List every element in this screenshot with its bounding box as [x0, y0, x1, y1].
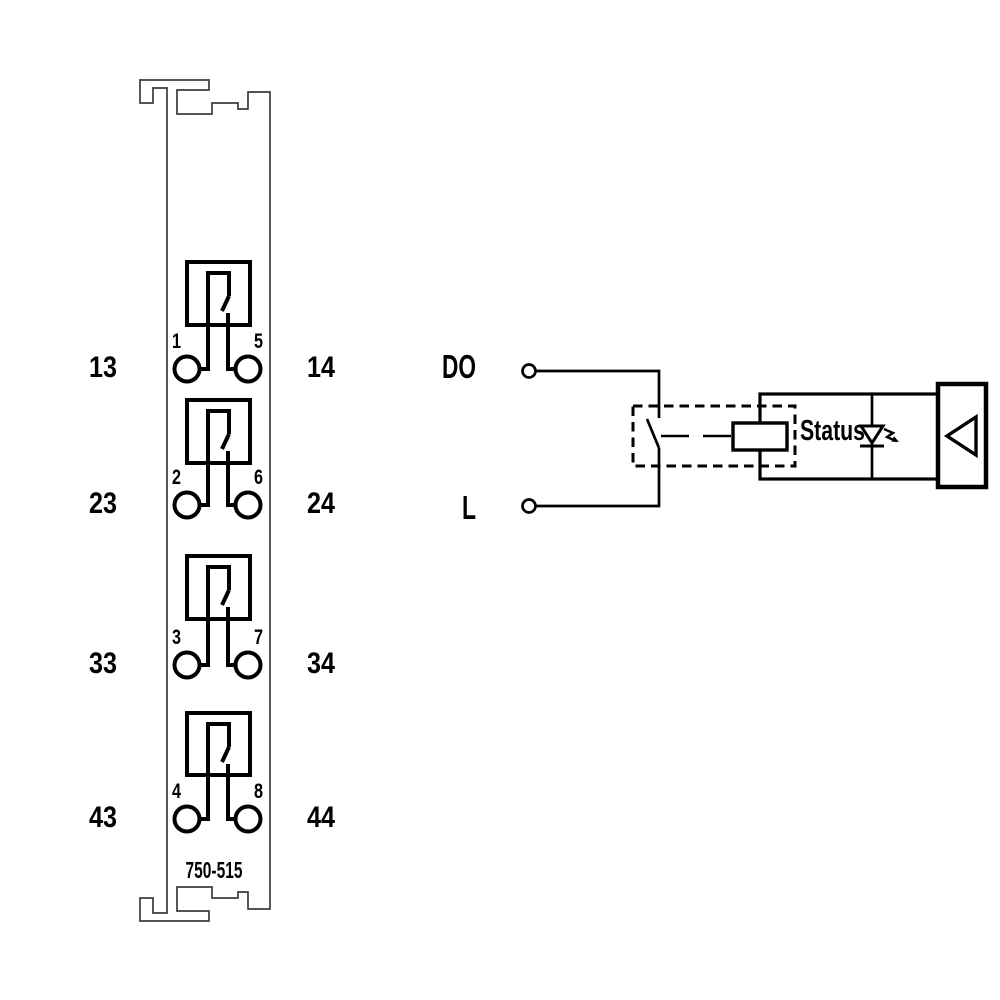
terminal-circle-icon: [233, 490, 263, 520]
relay-contact-icon: [185, 398, 252, 465]
output-schematic: DO L Status: [442, 348, 989, 526]
terminal-label-right: 24: [307, 487, 335, 520]
relay-channel-3: 3 7 33 34: [89, 554, 335, 680]
relay-contact-moving-lead: [226, 607, 235, 667]
terminal-label-left: 23: [89, 487, 117, 520]
terminal-label-left: 13: [89, 351, 117, 384]
led-light-flash-icon: [883, 427, 897, 443]
relay-contact-icon: [185, 554, 252, 621]
terminal-circle-icon: [172, 490, 202, 520]
relay-coil-icon: [731, 421, 789, 452]
terminal-circle-icon: [172, 804, 202, 834]
status-led-label: Status: [800, 415, 865, 447]
relay-contact-moving-lead: [226, 313, 235, 371]
terminal-label-right: 44: [307, 801, 335, 834]
relay-channel-4: 4 8 43 44: [89, 711, 335, 834]
relay-contact-fixed-lead: [200, 565, 231, 667]
relay-channel-2: 2 6 23 24: [89, 398, 335, 520]
output-driver-triangle-icon: [943, 413, 978, 459]
do-signal-label: DO: [442, 348, 476, 385]
led-flash-arrowhead: [891, 436, 899, 442]
module-outline: [139, 79, 271, 922]
terminal-circle-icon: [233, 354, 263, 384]
relay-contact-icon: [185, 711, 252, 777]
module-part-number: 750-515: [186, 857, 243, 883]
relay-dashed-boundary: [631, 404, 797, 468]
l-supply-label: L: [462, 489, 476, 526]
do-wire: [536, 369, 661, 418]
relay-contact-moving-lead: [226, 764, 235, 821]
terminal-circle-icon: [233, 650, 263, 680]
relay-contact-fixed-lead: [200, 409, 231, 507]
terminal-circle-icon: [521, 363, 537, 379]
pin-number-right: 6: [254, 466, 263, 489]
pin-number-left: 3: [172, 626, 181, 649]
relay-contact-icon: [185, 260, 252, 327]
relay-contact-blade: [220, 433, 231, 450]
relay-contact-blade: [220, 589, 231, 606]
terminal-circle-icon: [172, 650, 202, 680]
relay-contact-moving-lead: [226, 451, 235, 507]
pin-number-left: 2: [172, 466, 181, 489]
relay-contact-blade: [220, 746, 231, 763]
relay-contact-blade: [220, 295, 231, 312]
switch-contact-icon: [645, 418, 661, 449]
terminal-label-right: 34: [307, 647, 335, 680]
pin-number-right: 8: [254, 780, 263, 803]
terminal-circle-icon: [172, 354, 202, 384]
relay-contact-fixed-lead: [200, 722, 231, 821]
led-diode-icon: [858, 424, 886, 446]
terminal-label-left: 33: [89, 647, 117, 680]
terminal-label-left: 43: [89, 801, 117, 834]
pin-number-right: 7: [254, 626, 263, 649]
terminal-circle-icon: [233, 804, 263, 834]
driver-box: [935, 381, 989, 490]
pin-number-left: 1: [172, 330, 181, 353]
pin-number-left: 4: [172, 780, 181, 803]
relay-contact-fixed-lead: [200, 271, 231, 371]
terminal-circle-icon: [521, 498, 537, 514]
terminal-label-right: 14: [307, 351, 335, 384]
relay-channel-1: 1 5 13 14: [89, 260, 335, 384]
pin-number-right: 5: [254, 330, 263, 353]
